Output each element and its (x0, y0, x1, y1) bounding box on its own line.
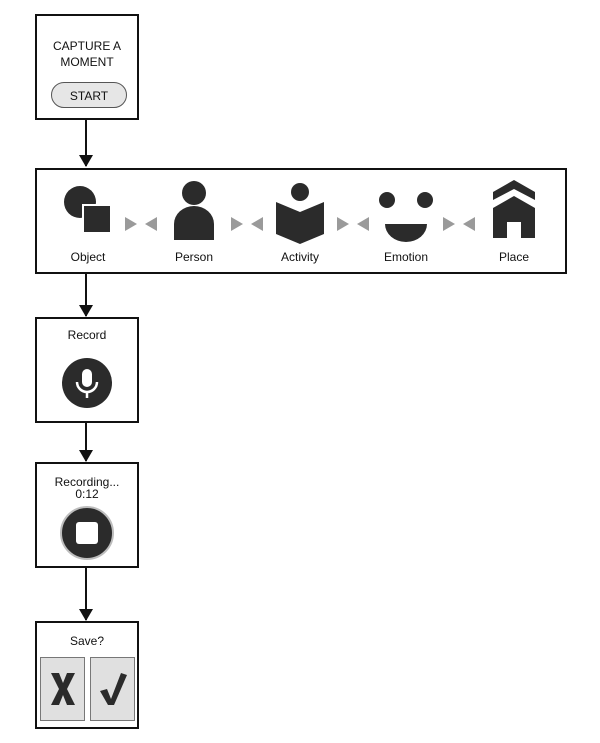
activity-icon (276, 183, 324, 244)
category-label: Person (174, 250, 214, 264)
person-icon (174, 181, 214, 240)
save-card: Save? (35, 621, 139, 729)
divider-icon (125, 217, 157, 231)
category-person[interactable]: Person (149, 170, 239, 274)
category-object[interactable]: Object (43, 170, 133, 274)
divider-icon (231, 217, 263, 231)
divider-icon (443, 217, 475, 231)
category-emotion[interactable]: Emotion (361, 170, 451, 274)
category-label: Place (498, 250, 530, 264)
recording-card: Recording... 0:12 (35, 462, 139, 568)
cancel-button[interactable] (40, 657, 85, 721)
microphone-icon[interactable] (61, 357, 113, 409)
save-title: Save? (69, 634, 105, 648)
recording-timer: 0:12 (75, 487, 99, 501)
record-card: Record (35, 317, 139, 423)
category-panel: Object Person Activity Emotion (35, 168, 567, 274)
place-icon (493, 180, 535, 238)
object-icon (64, 186, 110, 232)
capture-title: CAPTURE A MOMENT (52, 39, 121, 69)
checkmark-icon (99, 673, 127, 705)
x-icon (50, 673, 75, 705)
category-place[interactable]: Place (469, 170, 559, 274)
divider-icon (337, 217, 369, 231)
stop-icon[interactable] (60, 506, 114, 560)
flow-arrow (79, 568, 93, 621)
category-label: Emotion (383, 250, 429, 264)
capture-moment-card: CAPTURE A MOMENT START (35, 14, 139, 120)
flow-arrow (79, 423, 93, 462)
flow-arrow (79, 274, 93, 317)
recording-title: Recording... (54, 475, 120, 489)
flow-arrow (79, 120, 93, 167)
category-activity[interactable]: Activity (255, 170, 345, 274)
emotion-icon (379, 192, 433, 242)
record-title: Record (67, 328, 107, 342)
category-label: Activity (280, 250, 319, 264)
start-button[interactable]: START (51, 82, 127, 108)
confirm-button[interactable] (90, 657, 135, 721)
category-label: Object (70, 250, 106, 264)
